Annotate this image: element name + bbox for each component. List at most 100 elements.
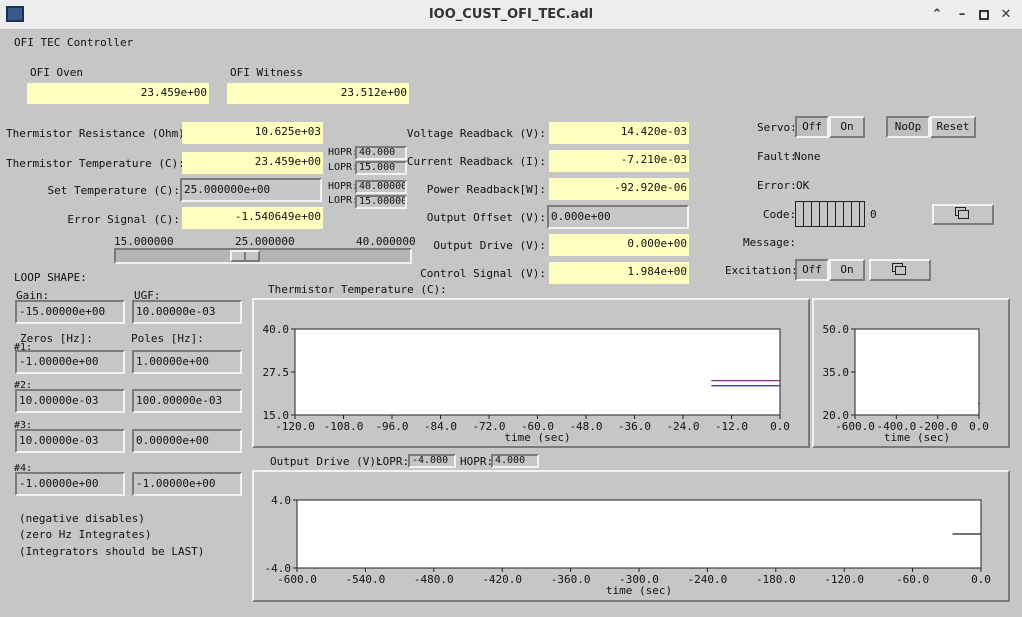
- excitation-related-display-button[interactable]: [869, 259, 931, 281]
- lopr-input-2[interactable]: 15.00000: [355, 195, 407, 209]
- slider-current-label: 25.000000: [235, 235, 295, 248]
- note-integrators: (Integrators should be LAST): [19, 545, 205, 558]
- chart2-y-tick-label: 20.0: [823, 409, 850, 422]
- chart3-hopr-input[interactable]: 4.000: [491, 454, 539, 468]
- fault-label: Fault:: [757, 150, 797, 163]
- thermistor-temperature-chart: -120.0-108.0-96.0-84.0-72.0-60.0-48.0-36…: [263, 323, 790, 444]
- chart1-x-tick-label: -84.0: [424, 420, 457, 433]
- thermistor-temperature-value: 23.459e+00: [182, 152, 323, 174]
- error-label: Error:: [757, 179, 797, 192]
- slider-min-label: 15.000000: [114, 235, 174, 248]
- close-icon[interactable]: ✕: [1000, 7, 1012, 22]
- code-related-display-button[interactable]: [932, 204, 994, 225]
- power-readback-value: -92.920e-06: [549, 178, 689, 200]
- poles-label: Poles [Hz]:: [131, 332, 204, 345]
- chart3-plot-area: [296, 499, 982, 569]
- code-label: Code:: [763, 208, 797, 221]
- slider-max-label: 40.000000: [356, 235, 416, 248]
- note-negative: (negative disables): [19, 512, 145, 525]
- pole-3-input[interactable]: 0.00000e+00: [132, 429, 242, 453]
- hopr-input-1[interactable]: 40.000: [355, 146, 407, 160]
- chart2-y-tick-label: 35.0: [823, 366, 850, 379]
- chart1-y-tick-label: 27.5: [263, 366, 290, 379]
- chart1-title: Thermistor Temperature (C):: [268, 283, 447, 296]
- output-offset-input[interactable]: 0.000e+00: [547, 205, 689, 229]
- noop-button[interactable]: NoOp: [886, 116, 930, 138]
- excitation-label: Excitation:: [725, 264, 798, 277]
- pole-2-input[interactable]: 100.00000e-03: [132, 389, 242, 413]
- ugf-input[interactable]: 10.00000e-03: [132, 300, 242, 324]
- current-readback-label: Current Readback (I):: [406, 155, 546, 168]
- oven-value: 23.459e+00: [27, 83, 209, 104]
- chart3-x-tick-label: -600.0: [277, 573, 317, 586]
- zero-4-input[interactable]: -1.00000e+00: [15, 472, 125, 496]
- minimize-icon[interactable]: –: [958, 7, 966, 22]
- gain-input[interactable]: -15.00000e+00: [15, 300, 125, 324]
- chart3-y-tick-label: 4.0: [271, 494, 291, 507]
- row-4-label: #4:: [14, 463, 33, 474]
- chart1-x-tick-label: -96.0: [375, 420, 408, 433]
- witness-value: 23.512e+00: [227, 83, 409, 104]
- row-2-label: #2:: [14, 380, 33, 391]
- excitation-on-button[interactable]: On: [829, 259, 865, 281]
- set-temperature-slider[interactable]: [114, 248, 412, 264]
- chart1-frame: [252, 298, 810, 448]
- chart3-x-tick-label: -360.0: [551, 573, 591, 586]
- reset-button[interactable]: Reset: [930, 116, 976, 138]
- output-drive-label: Output Drive (V):: [433, 239, 546, 252]
- ugf-label: UGF:: [134, 289, 161, 302]
- zero-1-input[interactable]: -1.00000e+00: [15, 350, 125, 374]
- row-3-label: #3:: [14, 420, 33, 431]
- output-drive-value: 0.000e+00: [549, 234, 689, 256]
- hopr-label-1: HOPR:: [328, 147, 359, 158]
- error-value: OK: [796, 179, 810, 192]
- message-label: Message:: [743, 236, 796, 249]
- control-signal-label: Control Signal (V):: [420, 267, 546, 280]
- excitation-off-button[interactable]: Off: [795, 259, 829, 281]
- zero-2-input[interactable]: 10.00000e-03: [15, 389, 125, 413]
- pole-4-input[interactable]: -1.00000e+00: [132, 472, 242, 496]
- current-readback-value: -7.210e-03: [549, 150, 689, 172]
- slider-thumb[interactable]: [229, 250, 260, 262]
- chart1-x-tick-label: -36.0: [618, 420, 651, 433]
- window-title: IOO_CUST_OFI_TEC.adl: [428, 7, 594, 22]
- maximize-icon[interactable]: [976, 7, 992, 23]
- chart3-x-tick-label: 0.0: [971, 573, 991, 586]
- related-display-icon: [957, 210, 969, 219]
- servo-on-button[interactable]: On: [829, 116, 865, 138]
- chart3-y-tick-label: -4.0: [265, 562, 292, 575]
- chart3-lopr-input[interactable]: -4.000: [408, 454, 456, 468]
- hopr-input-2[interactable]: 40.00000: [355, 180, 407, 194]
- code-bits-display: [795, 201, 865, 227]
- lopr-label-2: LOPR:: [328, 195, 359, 206]
- thermistor-temperature-label: Thermistor Temperature (C):: [6, 157, 185, 170]
- window-titlebar: IOO_CUST_OFI_TEC.adl ⌃ – ✕: [0, 0, 1022, 30]
- lopr-label-1: LOPR:: [328, 162, 359, 173]
- chart2-x-axis-label: time (sec): [884, 431, 950, 444]
- output-drive-chart: -600.0-540.0-480.0-420.0-360.0-300.0-240…: [265, 494, 991, 597]
- chart1-y-tick-label: 15.0: [263, 409, 290, 422]
- pole-1-input[interactable]: 1.00000e+00: [132, 350, 242, 374]
- servo-label: Servo:: [757, 121, 797, 134]
- chart3-x-tick-label: -420.0: [482, 573, 522, 586]
- chart2-x-tick-label: -200.0: [918, 420, 958, 433]
- oven-label: OFI Oven: [30, 66, 83, 79]
- control-signal-value: 1.984e+00: [549, 262, 689, 284]
- chart3-frame: [252, 470, 1010, 602]
- lopr-input-1[interactable]: 15.000: [355, 161, 407, 175]
- chart3-x-tick-label: -120.0: [824, 573, 864, 586]
- servo-off-button[interactable]: Off: [795, 116, 829, 138]
- chevron-up-icon[interactable]: ⌃: [931, 7, 943, 22]
- zero-3-input[interactable]: 10.00000e-03: [15, 429, 125, 453]
- set-temperature-input[interactable]: 25.000000e+00: [180, 178, 322, 202]
- chart1-x-tick-label: -24.0: [666, 420, 699, 433]
- power-readback-label: Power Readback[W]:: [426, 183, 546, 196]
- set-temperature-label: Set Temperature (C):: [47, 184, 180, 197]
- chart2-frame: [812, 298, 1010, 448]
- chart2-x-tick-label: -600.0: [835, 420, 875, 433]
- chart1-x-tick-label: 0.0: [770, 420, 790, 433]
- chart3-x-tick-label: -180.0: [756, 573, 796, 586]
- code-value: 0: [870, 208, 877, 221]
- thermistor-resistance-value: 10.625e+03: [182, 122, 323, 144]
- page-title: OFI TEC Controller: [14, 36, 134, 49]
